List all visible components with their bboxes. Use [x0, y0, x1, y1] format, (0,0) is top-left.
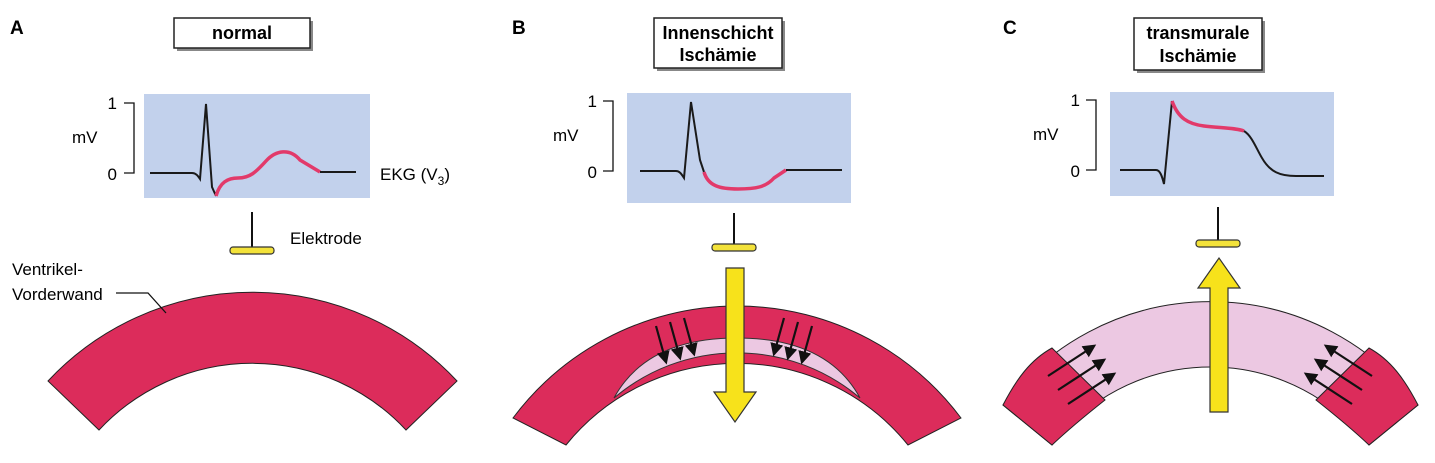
panel-a-ecg-trace: [150, 103, 217, 197]
panel-b-electrode: [711, 243, 757, 252]
panel-b-y-top: 1: [588, 92, 597, 111]
panel-b-letter: B: [512, 18, 526, 39]
panel-c-y-unit: mV: [1033, 125, 1059, 144]
panel-b-title-line2: Ischämie: [679, 45, 756, 65]
panel-a-title: normal: [212, 23, 272, 43]
panel-b-title-line1: Innenschicht: [662, 23, 773, 43]
panel-b: B Innenschicht Ischämie 1 0 mV: [512, 17, 962, 446]
panel-c-title-line2: Ischämie: [1159, 46, 1236, 66]
panel-c-current-arrows-left: [1047, 344, 1117, 405]
panel-c-wall-right-segment: [1315, 347, 1419, 446]
panel-c-st-elevation: [1170, 100, 1245, 133]
panel-a-ventricle-wall: [47, 291, 458, 431]
panel-c-y-top: 1: [1071, 91, 1080, 110]
panel-c-ecg-trace: [1120, 100, 1173, 185]
panel-a-st-t-segment: [214, 150, 321, 197]
panel-c-yellow-up-arrow: [1196, 256, 1242, 413]
panel-b-title-box: Innenschicht Ischämie: [653, 17, 785, 71]
panel-c-y-bracket: [1086, 99, 1097, 171]
panel-a-y-zero: 0: [108, 165, 117, 184]
panel-a-ecg-plot: [144, 94, 370, 198]
wall-label-line2: Vorderwand: [12, 285, 103, 304]
wall-label-leader: [116, 292, 167, 314]
panel-c-title-line1: transmurale: [1146, 23, 1249, 43]
panel-b-ecg-plot: [627, 93, 851, 203]
panel-a-y-bracket: [124, 102, 135, 174]
panel-b-y-bracket: [603, 100, 614, 172]
panel-c-ecg-plot: [1110, 92, 1334, 196]
panel-b-ventricle-wall: [512, 305, 962, 446]
panel-b-current-arrows-left: [654, 317, 698, 365]
panel-b-st-depression: [702, 168, 787, 191]
panel-b-yellow-down-arrow: [712, 267, 758, 424]
panel-a-y-unit: mV: [72, 128, 98, 147]
panel-b-y-unit: mV: [553, 126, 579, 145]
panel-c-trace-end: [1243, 130, 1324, 177]
panel-c-wall-left-segment: [1002, 347, 1106, 446]
wall-label-line1: Ventrikel-: [12, 260, 83, 279]
panel-a: A normal 1 0 mV EKG (V3) Elektrode Ventr…: [10, 17, 458, 431]
panel-c-y-zero: 0: [1071, 162, 1080, 181]
panel-c-electrode: [1195, 239, 1241, 248]
panel-a-title-box: normal: [173, 17, 313, 51]
panel-b-y-zero: 0: [588, 163, 597, 182]
electrode-label: Elektrode: [290, 229, 362, 248]
panel-b-ecg-trace: [640, 101, 705, 181]
panel-c: C transmurale Ischämie 1 0 mV: [1002, 17, 1419, 446]
ekg-lead-label: EKG (V3): [380, 165, 450, 188]
panel-c-current-arrows-right: [1303, 344, 1373, 405]
panel-c-title-box: transmurale Ischämie: [1133, 17, 1265, 73]
panel-a-electrode: [229, 246, 275, 255]
panel-b-current-arrows-right: [770, 317, 814, 365]
panel-a-letter: A: [10, 18, 24, 39]
panel-c-letter: C: [1003, 18, 1017, 39]
panel-a-y-top: 1: [108, 94, 117, 113]
